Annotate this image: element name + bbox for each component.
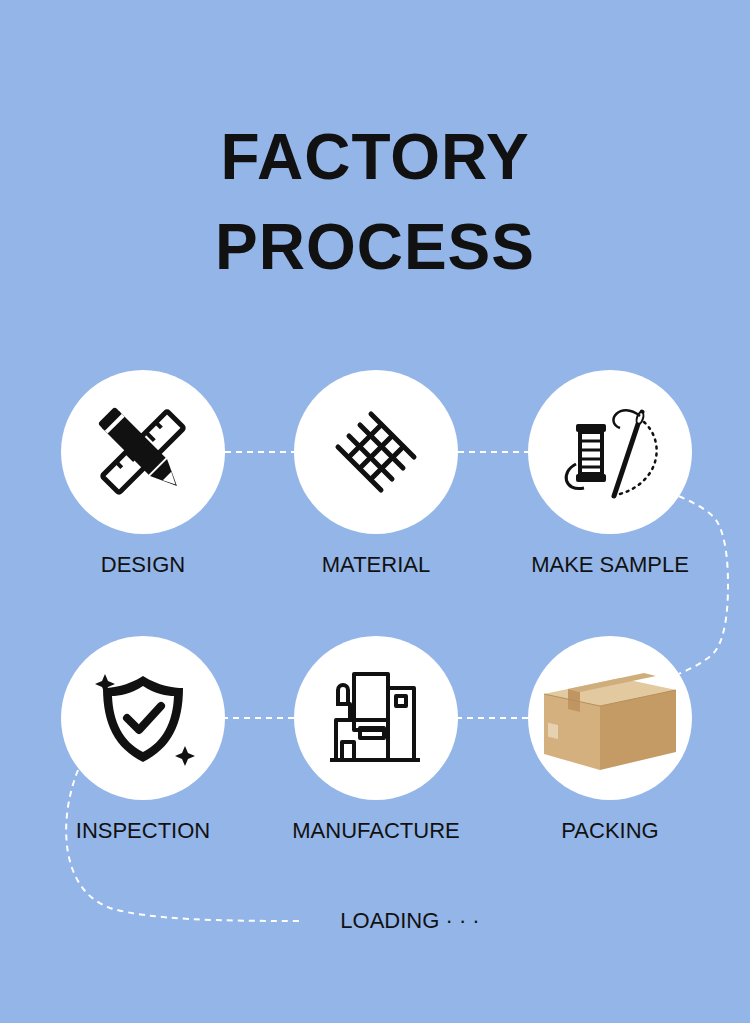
step-label: INSPECTION: [43, 818, 243, 844]
process-step: INSPECTION: [43, 636, 243, 844]
dashed-connector: [679, 496, 728, 673]
process-step: MATERIAL: [276, 370, 476, 578]
step-circle: [61, 370, 225, 534]
dashed-connector: [225, 451, 294, 453]
step-label: MAKE SAMPLE: [510, 552, 710, 578]
step-icon: [544, 673, 676, 770]
dashed-connector: [458, 717, 528, 719]
process-step: DESIGN: [43, 370, 243, 578]
process-step: MANUFACTURE: [276, 636, 476, 844]
circle-shape: [528, 370, 692, 534]
step-circle: [294, 636, 458, 800]
step-circle: [294, 370, 458, 534]
circle-shape: [61, 636, 225, 800]
diagram-title: FACTORY PROCESS: [185, 112, 565, 292]
step-icon: [98, 407, 186, 495]
step-circle: [528, 636, 692, 800]
circle-shape: [61, 370, 225, 534]
process-step: MAKE SAMPLE: [510, 370, 710, 578]
circle-shape: [294, 370, 458, 534]
dashed-connector: [225, 717, 294, 719]
circle-shape: [528, 636, 692, 800]
step-circle: [528, 370, 692, 534]
circle-shape: [294, 636, 458, 800]
step-label: MATERIAL: [276, 552, 476, 578]
step-label: MANUFACTURE: [276, 818, 476, 844]
step-icon: [95, 674, 195, 766]
step-circle: [61, 636, 225, 800]
step-icon: [566, 410, 656, 496]
dashed-connector: [458, 451, 528, 453]
step-label: PACKING: [510, 818, 710, 844]
step-icon: [330, 674, 420, 760]
loading-trail: [66, 770, 300, 921]
step-icon: [338, 414, 414, 490]
step-label: DESIGN: [43, 552, 243, 578]
process-step: PACKING: [510, 636, 710, 844]
end-label: LOADING · · ·: [336, 908, 483, 934]
